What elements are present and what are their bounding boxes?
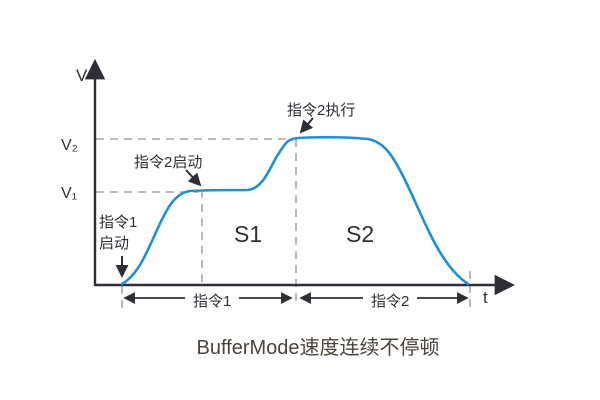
- annotation-arrows: [115, 117, 314, 278]
- cmd1-span-label: 指令1: [185, 290, 240, 311]
- y-tick-v1: V₁: [61, 185, 78, 202]
- velocity-curve: [120, 136, 470, 286]
- cmd2-exec-arrow: [299, 117, 314, 134]
- x-axis-label: t: [483, 288, 488, 307]
- cmd1-start-label: 指令1 启动: [99, 212, 137, 254]
- diagram-title: BufferMode速度连续不停顿: [196, 337, 440, 359]
- dashed-guides: [96, 138, 471, 308]
- cmd2-span-label: 指令2: [363, 290, 418, 311]
- cmd1-start-label-line2: 启动: [99, 235, 130, 252]
- cmd2-start-label: 指令2启动: [134, 154, 203, 171]
- cmd2-start-arrow: [185, 169, 202, 187]
- region-s1-label: S1: [234, 221, 263, 247]
- region-s2-label: S2: [346, 221, 375, 247]
- y-tick-v2: V₂: [61, 137, 78, 154]
- cmd2-exec-label: 指令2执行: [287, 102, 356, 119]
- y-axis-label: V: [76, 66, 88, 85]
- cmd1-start-label-line1: 指令1: [99, 214, 138, 231]
